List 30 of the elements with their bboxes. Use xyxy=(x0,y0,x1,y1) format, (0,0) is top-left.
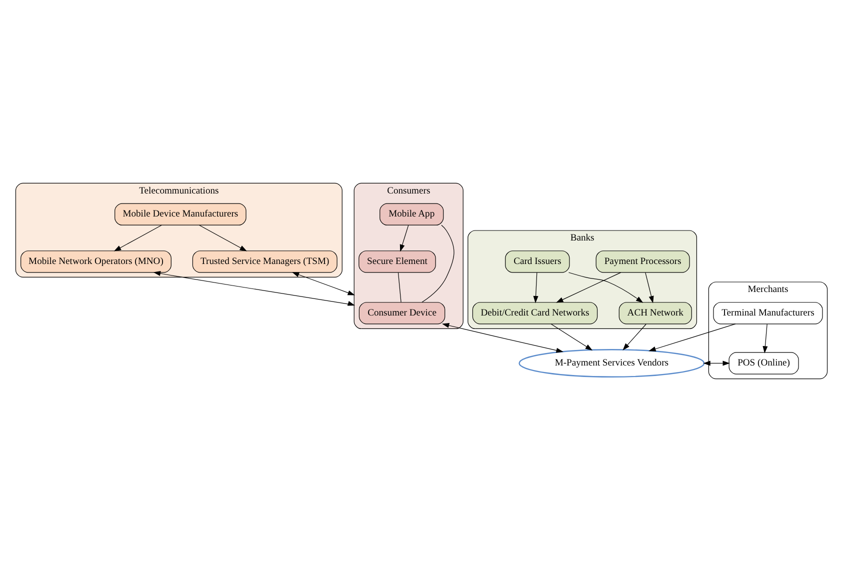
node-box: Mobile Device Manufacturers xyxy=(114,202,246,225)
node-box: Secure Element xyxy=(358,250,436,272)
node-box: Mobile Network Operators (MNO) xyxy=(20,250,172,272)
arrow xyxy=(153,270,355,306)
connector xyxy=(422,224,454,302)
arrow xyxy=(114,224,162,251)
connector xyxy=(398,272,402,302)
arrow xyxy=(556,272,622,302)
arrow xyxy=(550,323,593,350)
arrow xyxy=(703,360,730,366)
arrow xyxy=(400,224,409,252)
arrow xyxy=(442,322,564,352)
node-box: Debit/Credit Card Networks xyxy=(472,302,598,324)
arrow xyxy=(645,272,654,303)
node-box: Terminal Manufacturers xyxy=(713,302,823,324)
node-box: Consumer Device xyxy=(358,302,446,324)
arrow xyxy=(622,323,646,350)
arrow xyxy=(292,272,355,295)
arrow xyxy=(198,224,247,251)
node-ellipse: M-Payment Services Vendors xyxy=(518,348,705,377)
arrow xyxy=(568,272,644,302)
arrow xyxy=(533,272,538,303)
node-box: POS (Online) xyxy=(728,352,799,374)
arrow xyxy=(648,323,736,351)
node-box: ACH Network xyxy=(618,302,692,324)
arrow xyxy=(762,323,768,353)
node-box: Mobile App xyxy=(380,202,444,225)
node-box: Payment Processors xyxy=(596,250,690,272)
node-box: Trusted Service Managers (TSM) xyxy=(192,250,338,272)
node-box: Card Issuers xyxy=(505,250,570,272)
